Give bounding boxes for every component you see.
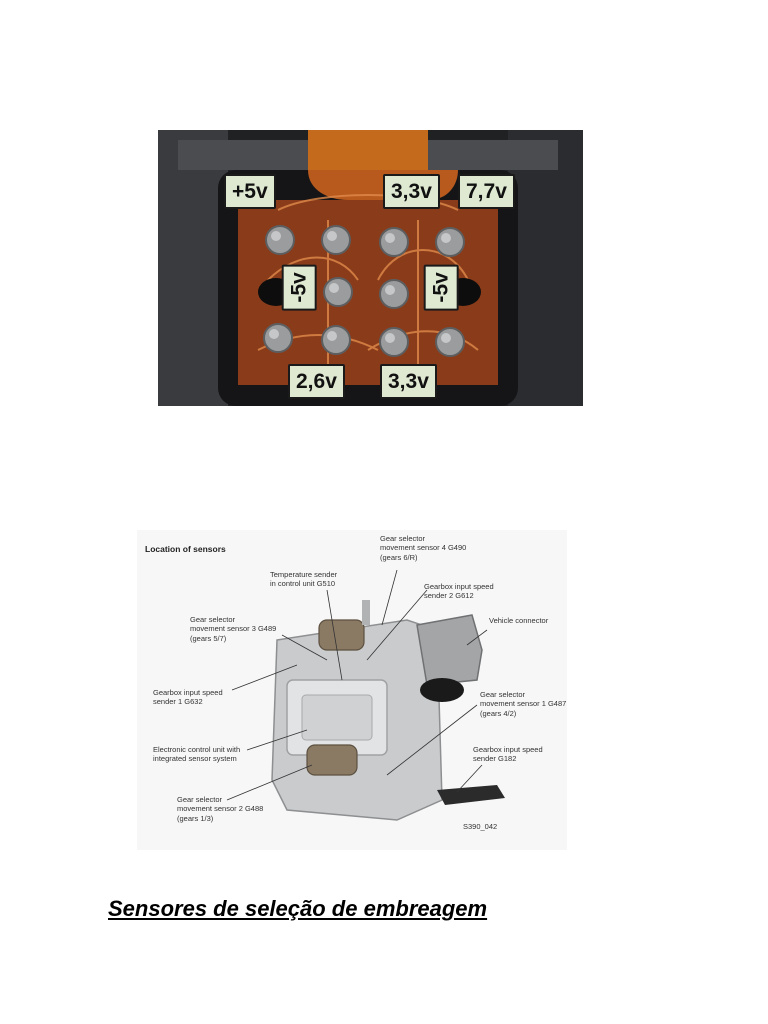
- connector-illustration: [158, 130, 583, 406]
- page-caption: Sensores de seleção de embreagem: [108, 896, 488, 921]
- mechatronic-unit-illustration: [226, 569, 505, 821]
- label-7-7v: 7,7v: [458, 174, 515, 209]
- label-2-6v: 2,6v: [288, 364, 345, 399]
- connector-voltage-photo: +5v 3,3v 7,7v -5v -5v 2,6v 3,3v: [158, 130, 583, 406]
- callout-vehicle-connector: Vehicle connector: [489, 616, 549, 625]
- label-minus-5v-left: -5v: [281, 264, 317, 311]
- label-minus-5v-right: -5v: [423, 264, 459, 311]
- figure-code: S390_042: [463, 822, 498, 831]
- label-plus-5v: +5v: [224, 174, 276, 209]
- label-3-3v-bottom: 3,3v: [380, 364, 437, 399]
- sensor-location-diagram: Location of sensors Gear selec: [137, 530, 567, 850]
- diagram-heading: Location of sensors: [145, 544, 226, 554]
- label-3-3v-top: 3,3v: [383, 174, 440, 209]
